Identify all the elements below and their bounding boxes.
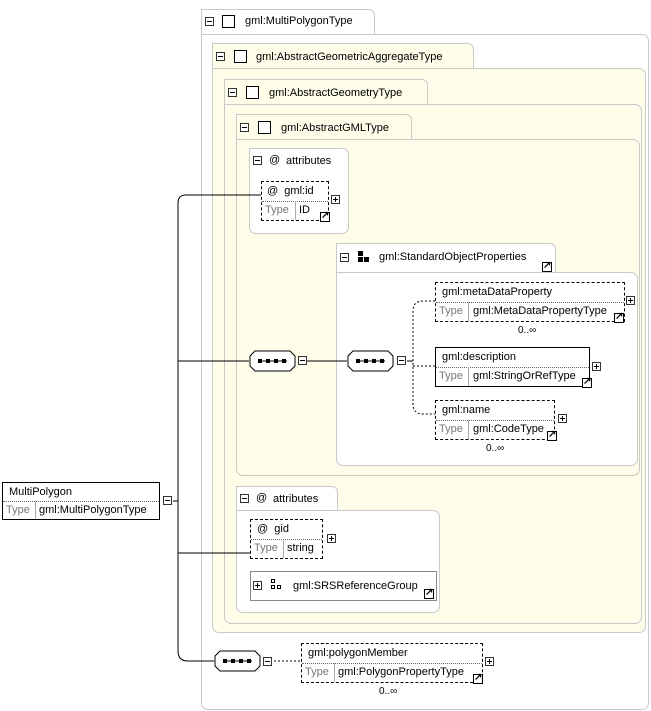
name-element[interactable]: gml:name Type gml:CodeType: [435, 400, 555, 440]
sequence-collapse-toggle[interactable]: [263, 657, 272, 666]
srs-reference-group[interactable]: gml:SRSReferenceGroup: [250, 571, 437, 601]
type-label: Type: [305, 666, 329, 678]
attribute-at-icon: @: [257, 523, 269, 535]
geometry-attributes-tab: [236, 486, 338, 511]
type-label: Type: [254, 542, 278, 554]
attribute-at-icon: @: [256, 492, 268, 504]
type-label: Type: [439, 305, 463, 317]
aggregate-type-collapse-toggle[interactable]: [216, 52, 225, 61]
name-occurrence: 0..∞: [486, 443, 505, 454]
gml-id-expand-toggle[interactable]: [331, 195, 340, 204]
gml-attributes-label: attributes: [286, 155, 332, 167]
name-expand-toggle[interactable]: [558, 414, 567, 423]
type-label: Type: [6, 504, 30, 516]
name-type-link-icon[interactable]: [547, 429, 557, 441]
sequence-compositor[interactable]: [214, 650, 261, 672]
gid-expand-toggle[interactable]: [327, 534, 336, 543]
sequence-compositor[interactable]: [249, 350, 296, 372]
description-name: gml:description: [442, 351, 516, 363]
aggregate-type-tab: [212, 43, 474, 69]
gml-id-name: gml:id: [284, 185, 314, 197]
description-type: gml:StringOrRefType: [473, 370, 576, 382]
standard-props-link-icon[interactable]: [542, 260, 552, 272]
complex-type-icon: [258, 121, 271, 134]
sequence-collapse-toggle[interactable]: [397, 356, 406, 365]
multipolygon-type-label: gml:MultiPolygonType: [245, 15, 353, 27]
gid-name: gid: [274, 523, 289, 535]
multipolygon-root-type: gml:MultiPolygonType: [39, 504, 147, 516]
multipolygon-root-name: MultiPolygon: [9, 486, 72, 498]
polygon-member-name: gml:polygonMember: [308, 647, 408, 659]
description-element[interactable]: gml:description Type gml:StringOrRefType: [435, 347, 590, 387]
type-label: Type: [439, 370, 463, 382]
type-label: Type: [265, 204, 289, 216]
meta-data-property-element[interactable]: gml:metaDataProperty Type gml:MetaDataPro…: [435, 282, 625, 322]
group-icon: [358, 251, 370, 263]
complex-type-icon: [246, 86, 259, 99]
sequence-compositor[interactable]: [347, 350, 394, 372]
name-element-type: gml:CodeType: [473, 423, 544, 435]
srs-reference-group-expand-toggle[interactable]: [253, 581, 262, 590]
gml-id-type: ID: [299, 204, 310, 216]
gml-type-label: gml:AbstractGMLType: [281, 122, 389, 134]
type-label: Type: [439, 423, 463, 435]
multipolygon-root-collapse-toggle[interactable]: [163, 496, 172, 505]
srs-reference-group-label: gml:SRSReferenceGroup: [293, 580, 418, 592]
gid-attribute[interactable]: @ gid Type string: [250, 519, 323, 559]
gml-attributes-collapse-toggle[interactable]: [253, 156, 262, 165]
geometry-type-collapse-toggle[interactable]: [228, 88, 237, 97]
aggregate-type-label: gml:AbstractGeometricAggregateType: [256, 51, 443, 63]
polygon-member-element[interactable]: gml:polygonMember Type gml:PolygonPropert…: [301, 643, 483, 683]
polygon-member-type: gml:PolygonPropertyType: [338, 666, 464, 678]
gml-type-collapse-toggle[interactable]: [240, 123, 249, 132]
multipolygon-type-collapse-toggle[interactable]: [205, 17, 214, 26]
meta-data-property-type-link-icon[interactable]: [614, 311, 624, 323]
description-type-link-icon[interactable]: [582, 376, 592, 388]
geometry-type-label: gml:AbstractGeometryType: [269, 87, 403, 99]
meta-data-property-type: gml:MetaDataPropertyType: [473, 305, 607, 317]
srs-reference-group-link-icon[interactable]: [424, 587, 434, 599]
standard-props-collapse-toggle[interactable]: [340, 253, 349, 262]
multipolygon-root-element[interactable]: MultiPolygon Type gml:MultiPolygonType: [2, 482, 160, 520]
meta-data-property-name: gml:metaDataProperty: [442, 286, 553, 298]
polygon-member-expand-toggle[interactable]: [485, 657, 494, 666]
meta-data-property-occurrence: 0..∞: [518, 325, 537, 336]
polygon-member-type-link-icon[interactable]: [473, 672, 483, 684]
attribute-at-icon: @: [269, 154, 281, 166]
standard-props-label: gml:StandardObjectProperties: [379, 251, 527, 263]
attribute-group-icon: [271, 579, 283, 591]
name-element-name: gml:name: [442, 404, 491, 416]
geometry-attributes-collapse-toggle[interactable]: [240, 494, 249, 503]
gid-type: string: [287, 542, 314, 554]
sequence-collapse-toggle[interactable]: [298, 356, 307, 365]
meta-data-property-expand-toggle[interactable]: [626, 296, 635, 305]
complex-type-icon: [234, 50, 247, 63]
polygon-member-occurrence: 0..∞: [379, 686, 398, 697]
gml-id-attribute[interactable]: @ gml:id Type ID: [261, 181, 329, 221]
gml-id-type-link-icon[interactable]: [320, 210, 330, 222]
gml-attributes-tab: [249, 148, 349, 173]
geometry-attributes-label: attributes: [273, 493, 319, 505]
standard-props-tab: [336, 243, 556, 273]
attribute-at-icon: @: [267, 185, 279, 197]
complex-type-icon: [222, 15, 235, 28]
description-expand-toggle[interactable]: [592, 362, 601, 371]
